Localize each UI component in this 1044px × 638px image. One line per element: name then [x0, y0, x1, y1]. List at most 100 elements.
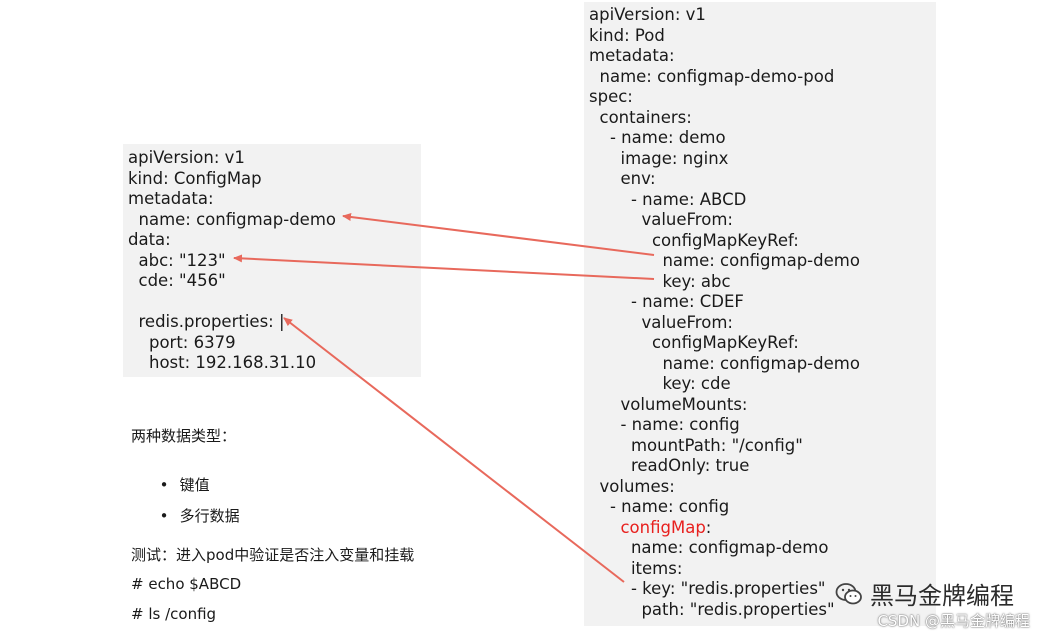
bullet-marker: • [159, 507, 169, 525]
yaml-line: configMapKeyRef: [589, 231, 936, 252]
yaml-text: name: configmap-demo-pod [599, 66, 835, 86]
yaml-line: path: "redis.properties" [589, 600, 936, 621]
yaml-indent [589, 456, 631, 475]
yaml-indent [128, 333, 149, 352]
yaml-indent [589, 559, 631, 578]
yaml-indent [589, 395, 620, 414]
yaml-line: volumeMounts: [589, 395, 936, 416]
yaml-indent [589, 518, 620, 537]
yaml-indent [589, 67, 600, 86]
yaml-text: containers: [599, 107, 692, 127]
bullet-text: 键值 [179, 476, 210, 494]
yaml-indent [589, 579, 631, 598]
yaml-text: port: 6379 [148, 332, 236, 352]
yaml-text: apiVersion: v1 [589, 5, 706, 24]
yaml-line: port: 6379 [128, 333, 421, 354]
yaml-text: data: [128, 230, 171, 249]
bullet-item: • 多行数据 [131, 487, 240, 544]
yaml-indent [128, 353, 149, 372]
yaml-line: valueFrom: [589, 210, 936, 231]
yaml-line: image: nginx [589, 149, 936, 170]
yaml-line: key: cde [589, 374, 936, 395]
yaml-text: - name: config [609, 497, 730, 516]
csdn-credit: CSDN @黑马金牌编程 [877, 612, 1030, 630]
bullet-marker: • [159, 476, 169, 494]
bullet-item: • 键值 [131, 456, 210, 513]
yaml-text: cde: "456" [138, 271, 226, 290]
yaml-indent [128, 251, 139, 270]
yaml-indent [128, 312, 139, 331]
yaml-text: spec: [589, 87, 633, 106]
yaml-line: items: [589, 559, 936, 580]
yaml-indent [589, 128, 610, 147]
yaml-line: readOnly: true [589, 456, 936, 477]
yaml-text: kind: Pod [589, 25, 665, 45]
yaml-text: - key: "redis.properties" [630, 579, 826, 598]
yaml-text: host: 192.168.31.10 [148, 353, 317, 372]
yaml-line: name: configmap-demo [589, 251, 936, 272]
yaml-line: data: [128, 230, 421, 251]
yaml-text: - name: config [620, 415, 740, 434]
command-line: # ls /config [131, 605, 217, 623]
yaml-indent [589, 292, 631, 311]
yaml-indent [589, 190, 631, 209]
yaml-indent [589, 149, 620, 168]
yaml-text: metadata: [128, 189, 214, 208]
yaml-indent [589, 600, 641, 619]
yaml-text: valueFrom: [641, 210, 733, 229]
yaml-text: mountPath: "/config" [630, 435, 803, 455]
yaml-text: readOnly: true [630, 456, 750, 475]
yaml-line: apiVersion: v1 [128, 148, 421, 169]
yaml-indent [589, 436, 631, 455]
yaml-line: volumes: [589, 477, 936, 498]
yaml-line: valueFrom: [589, 313, 936, 334]
yaml-indent [589, 497, 610, 516]
notes-title: 两种数据类型： [131, 427, 237, 445]
yaml-indent [589, 313, 641, 332]
yaml-text: configMapKeyRef: [651, 333, 799, 352]
yaml-line: name: configmap-demo [589, 538, 936, 559]
yaml-indent [128, 210, 139, 229]
yaml-line: - name: demo [589, 128, 936, 149]
yaml-line: host: 192.168.31.10 [128, 353, 421, 374]
yaml-line: cde: "456" [128, 271, 421, 292]
yaml-indent [589, 333, 652, 352]
yaml-line: key: abc [589, 272, 936, 293]
yaml-line: - name: CDEF [589, 292, 936, 313]
yaml-line: spec: [589, 87, 936, 108]
bullet-text: 多行数据 [179, 507, 240, 525]
yaml-text: name: configmap-demo [138, 209, 337, 229]
yaml-indent [589, 108, 600, 127]
wechat-icon [834, 581, 864, 607]
yaml-line: kind: ConfigMap [128, 169, 421, 190]
yaml-text: configMapKeyRef: [651, 230, 799, 250]
yaml-line: name: configmap-demo [589, 354, 936, 375]
yaml-highlight-text: configMap [620, 517, 706, 537]
yaml-text: valueFrom: [641, 312, 733, 332]
yaml-text: volumes: [599, 476, 675, 496]
yaml-line: redis.properties: | [128, 312, 421, 333]
yaml-text: - name: ABCD [630, 189, 747, 209]
yaml-line: - name: ABCD [589, 190, 936, 211]
yaml-text: items: [630, 558, 683, 578]
yaml-line: - name: config [589, 415, 936, 436]
command-line: # echo $ABCD [131, 575, 242, 593]
yaml-line: - name: config [589, 497, 936, 518]
yaml-text: env: [620, 169, 656, 188]
yaml-text: name: configmap-demo [662, 353, 860, 373]
yaml-text: : [705, 517, 712, 537]
brand-watermark: 黑马金牌编程 [834, 576, 1014, 611]
yaml-indent [589, 354, 662, 373]
yaml-indent [589, 169, 620, 188]
yaml-indent [589, 415, 620, 434]
yaml-indent [589, 538, 631, 557]
yaml-line: name: configmap-demo [128, 210, 421, 231]
yaml-indent [589, 477, 600, 496]
yaml-indent [589, 272, 662, 291]
test-title: 测试：进入pod中验证是否注入变量和挂载 [131, 546, 415, 564]
yaml-text: redis.properties: | [138, 312, 285, 331]
yaml-indent [589, 231, 652, 250]
